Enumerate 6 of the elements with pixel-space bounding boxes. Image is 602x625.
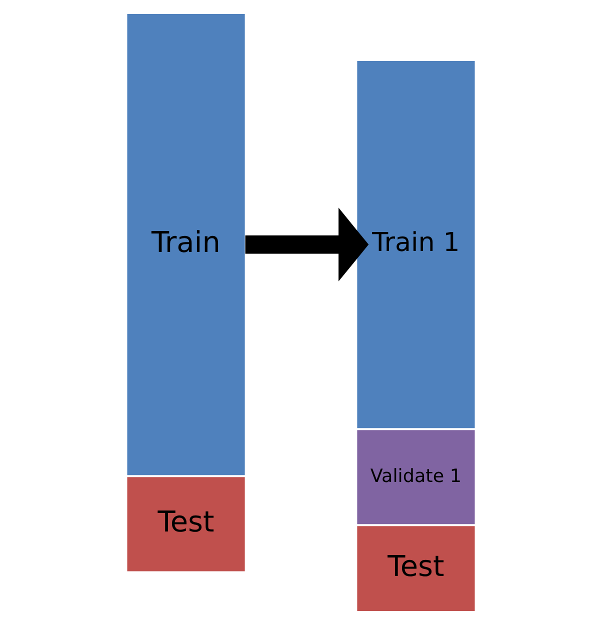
arrow [245,208,369,282]
node-box: Test [127,477,245,572]
node-box: Train 1 [357,60,475,428]
node-box: Train [127,14,245,476]
node-box: Validate 1 [357,430,475,524]
node-box: Test [357,526,475,612]
